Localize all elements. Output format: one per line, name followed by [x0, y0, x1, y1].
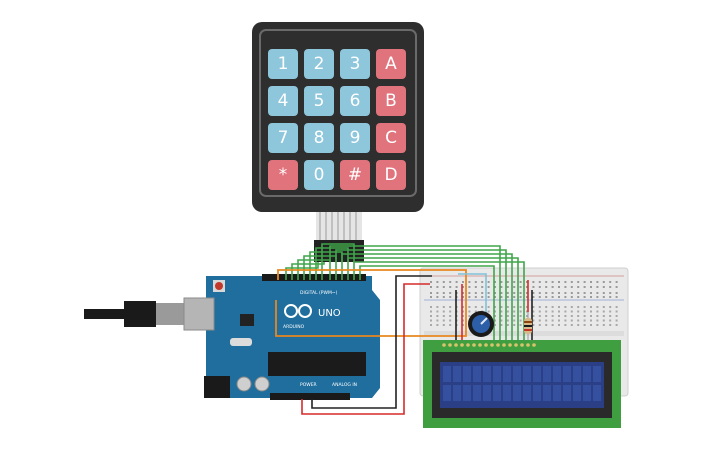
usb-port: [183, 297, 215, 331]
key-cap: [304, 86, 334, 116]
wire-lcd-d7[interactable]: [347, 257, 519, 340]
potentiometer-indicator: [480, 317, 488, 325]
key-label: 5: [314, 91, 325, 111]
arduino-logo-icon: [284, 304, 312, 318]
capacitor-2: [254, 376, 270, 392]
wire-5v[interactable]: [301, 283, 430, 415]
key-cap: [268, 123, 298, 153]
wire-lcd-rs[interactable]: [359, 265, 495, 340]
key-label: 0: [314, 165, 325, 185]
wires: [275, 243, 533, 415]
key-cap: [376, 123, 406, 153]
key-label: #: [348, 165, 362, 185]
power-label: POWER: [300, 382, 317, 388]
key-hash[interactable]: #: [340, 160, 370, 190]
resistor[interactable]: [524, 312, 532, 340]
wire-lcd-d6[interactable]: [341, 253, 513, 340]
wire-keypad-6[interactable]: [315, 247, 349, 280]
wire-keypad-2[interactable]: [291, 262, 325, 280]
atmega-chip: [268, 352, 366, 376]
key-cap: [376, 86, 406, 116]
key-5[interactable]: 5: [304, 86, 334, 116]
key-cap: [304, 160, 334, 190]
key-label: *: [279, 165, 288, 185]
usb-plug-metal: [156, 303, 184, 325]
wire-keypad-7[interactable]: [321, 243, 355, 280]
power-jack: [204, 376, 230, 398]
key-label: 3: [350, 54, 361, 74]
lcd-pins: [442, 343, 536, 347]
keypad-ribbon-lines: [319, 212, 357, 240]
key-4[interactable]: 4: [268, 86, 298, 116]
analog-label: ANALOG IN: [332, 382, 357, 388]
arduino-board: [206, 276, 380, 398]
usb-cable-wire: [84, 309, 124, 319]
key-label: D: [384, 165, 397, 185]
key-cap: [304, 123, 334, 153]
key-8[interactable]: 8: [304, 123, 334, 153]
key-cap: [268, 49, 298, 79]
key-cap: [268, 160, 298, 190]
arduino-uno[interactable]: ARDUINO UNO DIGITAL (PWM~) POWER ANALOG …: [204, 274, 380, 400]
key-cap: [340, 123, 370, 153]
key-label: 4: [278, 91, 289, 111]
wire-gnd[interactable]: [311, 275, 432, 409]
key-star[interactable]: *: [268, 160, 298, 190]
key-label: C: [385, 128, 397, 148]
wire-keypad-1[interactable]: [285, 262, 319, 280]
key-cap: [340, 49, 370, 79]
key-label: 9: [350, 128, 361, 148]
key-label: 6: [350, 91, 361, 111]
keypad-4x4[interactable]: 1 2 3 A 4 5 6 B 7 8 9 C * 0 # D: [252, 22, 424, 262]
key-cap: [340, 86, 370, 116]
wire-pot[interactable]: [458, 273, 487, 318]
arduino-brand: ARDUINO: [283, 324, 305, 330]
key-3[interactable]: 3: [340, 49, 370, 79]
digital-label: DIGITAL (PWM~): [300, 290, 338, 296]
lcd-cells: [443, 366, 601, 401]
key-label: 1: [278, 54, 289, 74]
key-cap: [376, 160, 406, 190]
key-9[interactable]: 9: [340, 123, 370, 153]
usb-chip: [240, 314, 254, 326]
key-A[interactable]: A: [376, 49, 406, 79]
lcd-16x2[interactable]: [423, 340, 621, 428]
digital-header: [262, 274, 366, 281]
key-2[interactable]: 2: [304, 49, 334, 79]
wire-lcd-d5[interactable]: [335, 249, 507, 340]
key-6[interactable]: 6: [340, 86, 370, 116]
key-cap: [376, 49, 406, 79]
key-label: 7: [278, 128, 289, 148]
key-label: A: [385, 54, 397, 74]
key-1[interactable]: 1: [268, 49, 298, 79]
keypad-ribbon: [316, 212, 362, 240]
breadboard-holes: [430, 281, 618, 326]
key-label: 8: [314, 128, 325, 148]
usb-cable[interactable]: [84, 297, 215, 331]
key-7[interactable]: 7: [268, 123, 298, 153]
key-cap: [340, 160, 370, 190]
key-0[interactable]: 0: [304, 160, 334, 190]
key-D[interactable]: D: [376, 160, 406, 190]
keypad-inner-border: [259, 29, 417, 197]
wire-lcd-en[interactable]: [353, 261, 525, 340]
potentiometer[interactable]: [468, 311, 494, 337]
usb-plug-body: [124, 301, 156, 327]
key-cap: [268, 86, 298, 116]
power-analog-header: [270, 393, 350, 400]
capacitor-1: [236, 376, 252, 392]
keypad-keys: 1 2 3 A 4 5 6 B 7 8 9 C * 0 # D: [268, 49, 406, 190]
arduino-model: UNO: [318, 308, 341, 319]
crystal: [230, 338, 252, 346]
key-B[interactable]: B: [376, 86, 406, 116]
key-label: 2: [314, 54, 325, 74]
key-C[interactable]: C: [376, 123, 406, 153]
key-label: B: [385, 91, 397, 111]
wire-lcd-d4[interactable]: [329, 245, 501, 340]
reset-button[interactable]: [215, 282, 223, 290]
key-cap: [304, 49, 334, 79]
wire-orange[interactable]: [275, 269, 467, 337]
